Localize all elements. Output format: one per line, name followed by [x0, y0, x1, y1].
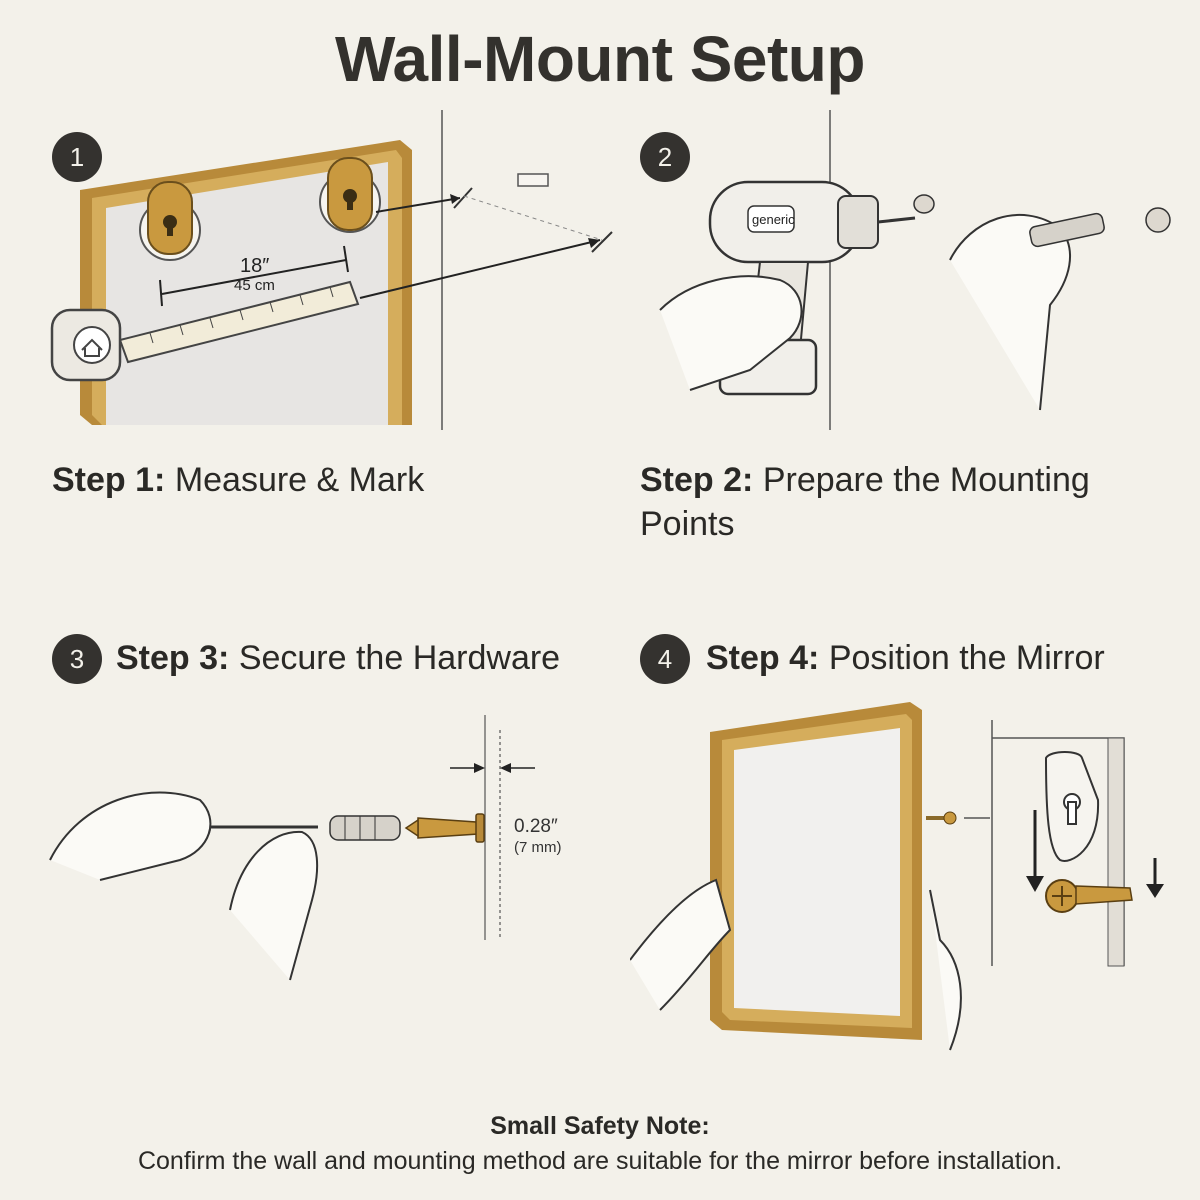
step-4-illustration [630, 702, 1164, 1051]
measure-cm: 45 cm [234, 277, 275, 294]
keyhole-hanger-left-icon [139, 181, 201, 261]
screw-icon [1045, 879, 1133, 913]
step-2-illustration: generic [659, 110, 1171, 430]
step-1-badge: 1 [52, 132, 102, 182]
step-4-badge: 4 [640, 634, 690, 684]
keyhole-hanger-right-icon [319, 157, 381, 233]
safety-note-body: Confirm the wall and mounting method are… [137, 1147, 1063, 1175]
step-2-badge: 2 [640, 132, 690, 182]
page-title: Wall-Mount Setup [335, 23, 865, 95]
mirror-icon [710, 702, 922, 1040]
step-3-label: Step 3: Secure the Hardware [116, 639, 561, 677]
wall-anchor-icon [1029, 207, 1171, 248]
step-4-label: Step 4: Position the Mirror [706, 639, 1105, 677]
depth-mm: (7 mm) [514, 839, 562, 856]
step-1-illustration: 18″ 45 cm [50, 110, 613, 430]
safety-note-title: Small Safety Note: [490, 1112, 710, 1140]
step-1-label: Step 1: Measure & Mark [52, 461, 425, 499]
step-3-badge: 3 [52, 634, 102, 684]
step-2-label: Step 2: Prepare the Mounting Points [640, 461, 1090, 543]
screw-icon [404, 813, 485, 843]
measure-inches: 18″ [240, 255, 269, 277]
drill-brand: generic [752, 212, 795, 227]
depth-inches: 0.28″ [514, 816, 558, 837]
step-3-illustration: 0.28″ (7 mm) [49, 715, 562, 981]
tape-measure-icon [50, 308, 122, 382]
wall-anchor-icon [329, 815, 401, 841]
keyhole-hanger-icon [1044, 751, 1100, 862]
